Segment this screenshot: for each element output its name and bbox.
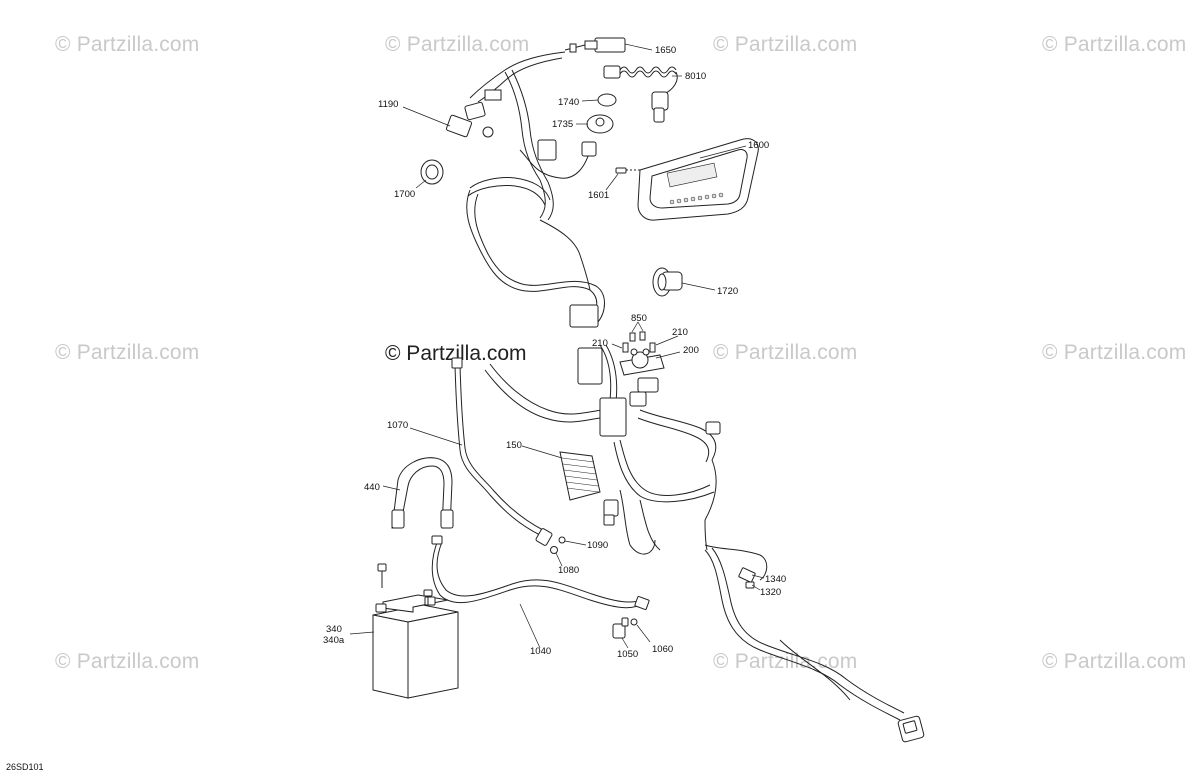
harness-connectors-upper bbox=[537, 139, 597, 161]
part-340-battery bbox=[349, 563, 459, 699]
label-1090: 1090 bbox=[587, 540, 608, 551]
watermark: © Partzilla.com bbox=[713, 33, 858, 56]
label-1060: 1060 bbox=[652, 644, 673, 655]
label-850: 850 bbox=[631, 313, 647, 324]
watermark: © Partzilla.com bbox=[713, 650, 858, 673]
part-1080-nut bbox=[550, 546, 563, 567]
part-850-nuts bbox=[629, 321, 646, 342]
part-150-regulator bbox=[521, 445, 601, 501]
label-1050: 1050 bbox=[617, 649, 638, 660]
part-1320-fuse bbox=[745, 581, 761, 591]
part-labels: 1650 8010 1190 1740 1735 1600 1601 1700 … bbox=[323, 45, 786, 660]
part-200-solenoid bbox=[619, 348, 681, 376]
label-200: 200 bbox=[683, 345, 699, 356]
watermark: © Partzilla.com bbox=[385, 33, 530, 56]
label-150: 150 bbox=[506, 440, 522, 451]
label-1040: 1040 bbox=[530, 646, 551, 657]
label-1070: 1070 bbox=[387, 420, 408, 431]
label-1601: 1601 bbox=[588, 190, 609, 201]
part-1600-display bbox=[637, 138, 759, 221]
watermark: © Partzilla.com bbox=[1042, 650, 1187, 673]
watermark: © Partzilla.com bbox=[1042, 33, 1187, 56]
harness-end-connector bbox=[897, 715, 925, 743]
label-1720: 1720 bbox=[717, 286, 738, 297]
watermark: © Partzilla.com bbox=[55, 650, 200, 673]
label-1650: 1650 bbox=[655, 45, 676, 56]
part-1070-cable bbox=[409, 357, 553, 546]
part-1050-bolt bbox=[612, 617, 629, 649]
watermark: © Partzilla.com bbox=[1042, 341, 1187, 364]
part-440-strap bbox=[382, 457, 454, 529]
watermark: © Partzilla.com bbox=[713, 341, 858, 364]
label-1740: 1740 bbox=[558, 97, 579, 108]
part-1735-switch bbox=[576, 114, 614, 134]
part-1700-sensor bbox=[415, 159, 444, 189]
label-340: 340 bbox=[326, 624, 342, 635]
part-1720-cap bbox=[652, 267, 716, 297]
part-8010-coil-cable bbox=[603, 65, 682, 123]
part-1650-connector bbox=[564, 37, 653, 53]
label-1600: 1600 bbox=[748, 140, 769, 151]
label-1700: 1700 bbox=[394, 189, 415, 200]
part-1090-washer bbox=[558, 536, 587, 546]
part-1740-nut bbox=[581, 93, 617, 107]
label-1320: 1320 bbox=[760, 587, 781, 598]
diagram-code: 26SD101 bbox=[6, 762, 44, 772]
label-1735: 1735 bbox=[552, 119, 573, 130]
label-210-right: 210 bbox=[672, 327, 688, 338]
part-210-bolts bbox=[611, 335, 679, 353]
label-8010: 8010 bbox=[685, 71, 706, 82]
watermark: © Partzilla.com bbox=[55, 33, 200, 56]
harness-connectors-middle bbox=[569, 304, 721, 526]
watermark: © Partzilla.com bbox=[55, 341, 200, 364]
label-340a: 340a bbox=[323, 635, 345, 646]
label-1190: 1190 bbox=[378, 99, 398, 110]
label-1080: 1080 bbox=[558, 565, 579, 576]
part-1340-connector bbox=[738, 567, 765, 583]
center-watermark: © Partzilla.com bbox=[385, 342, 527, 365]
part-1601-screw bbox=[605, 167, 640, 191]
label-210-left: 210 bbox=[592, 338, 608, 349]
part-1060-washer bbox=[630, 618, 651, 643]
label-1340: 1340 bbox=[765, 574, 786, 585]
wiring-harness bbox=[466, 51, 905, 721]
part-1190-connector bbox=[402, 89, 502, 138]
label-440: 440 bbox=[364, 482, 380, 493]
part-1040-cable bbox=[431, 535, 650, 649]
